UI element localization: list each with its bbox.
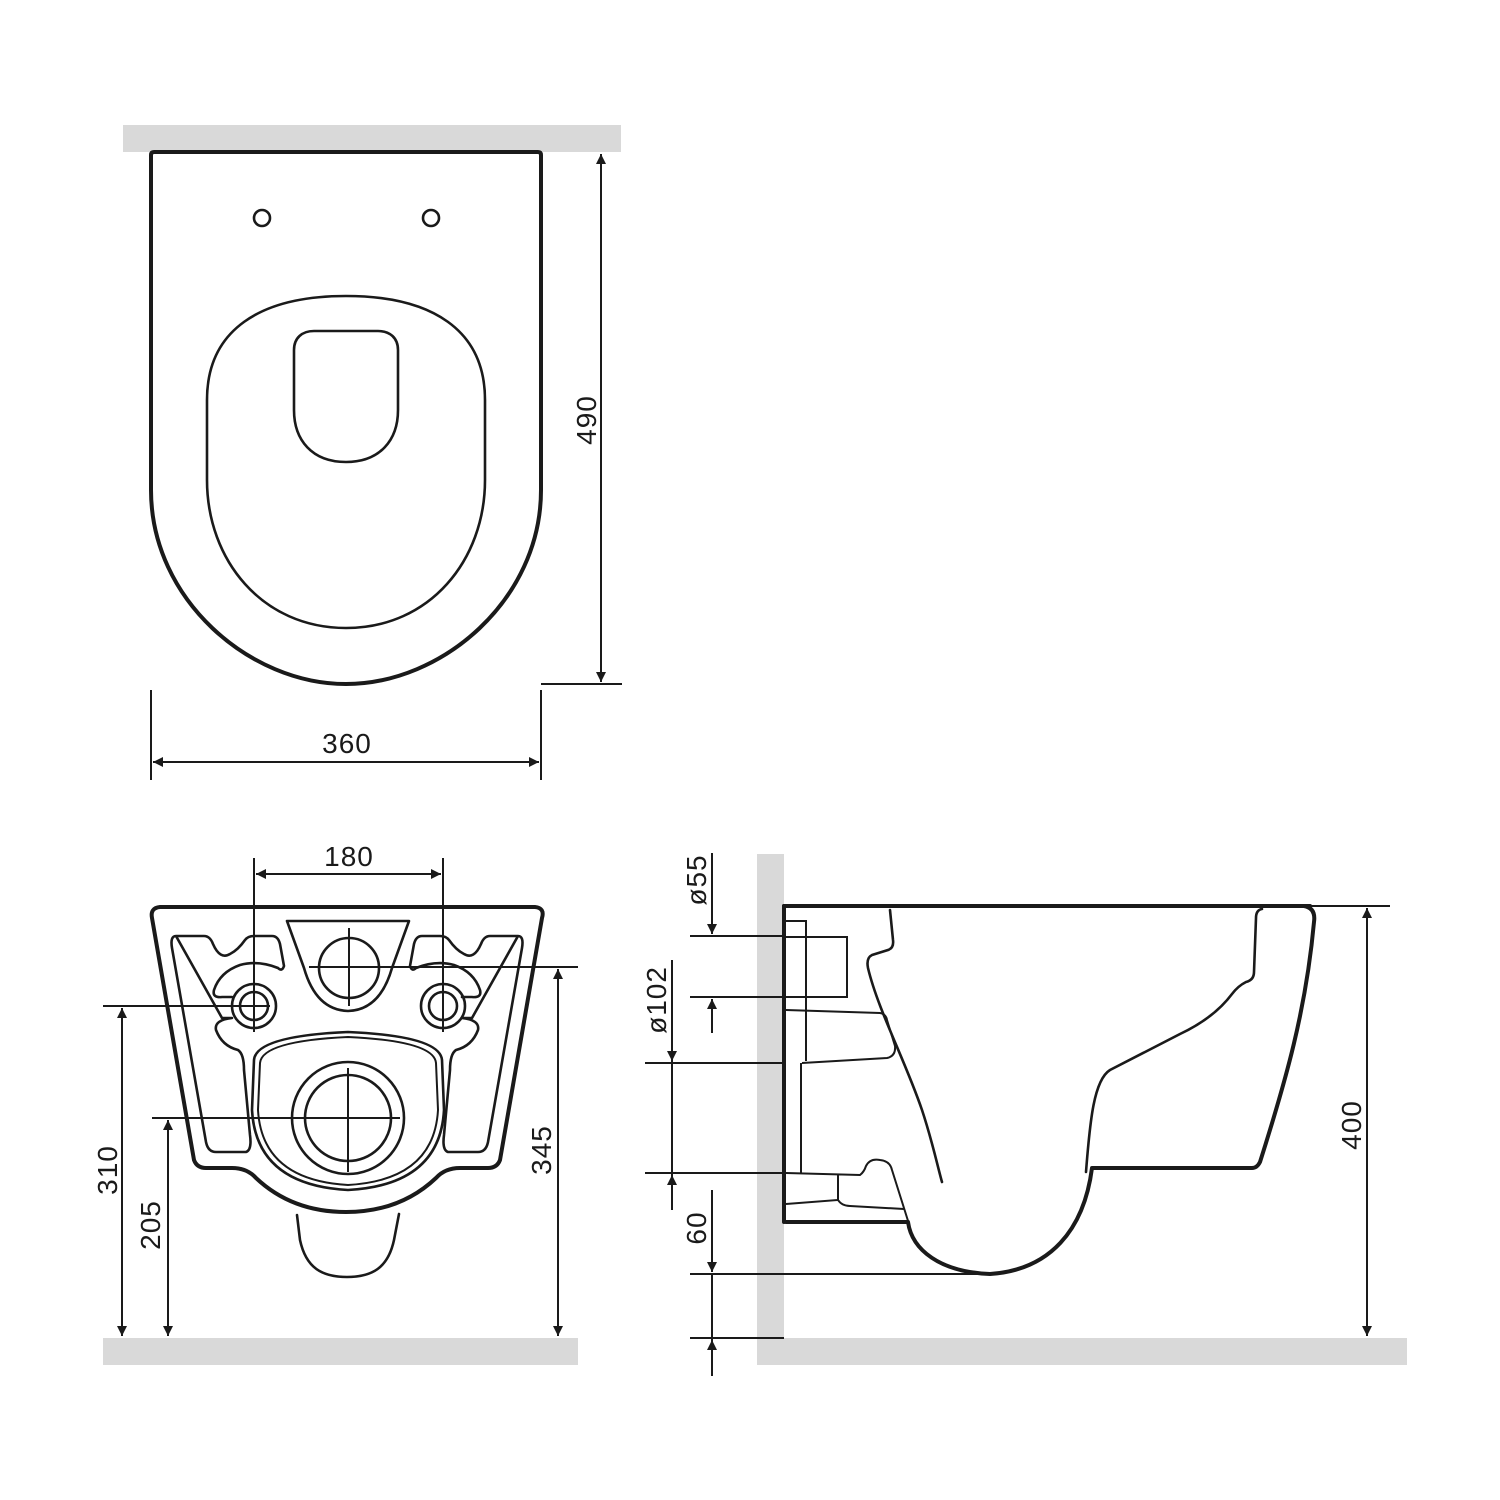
bowl-inner-right [1084, 907, 1264, 1174]
wall-side [757, 854, 784, 1338]
dimension-inlet-diameter-label: ø55 [681, 854, 712, 905]
dimension-clearance-label: 60 [681, 1211, 712, 1244]
inlet-stub [784, 920, 848, 1061]
upper-support [785, 1009, 897, 1064]
dimension-inlet-height-label: 345 [526, 1125, 557, 1175]
bowl-outline-side [784, 904, 1317, 1276]
spigot [295, 1212, 401, 1279]
bowl-outline-top [149, 150, 543, 686]
seat-outline [205, 294, 487, 630]
outlet-seal-outer [250, 1030, 446, 1192]
bowl-inner-left [866, 908, 944, 1184]
hinge-hole-right [421, 208, 441, 228]
dimension-outlet-height-label: 205 [135, 1200, 166, 1250]
lower-support [785, 1158, 910, 1225]
wall-top [123, 125, 621, 152]
side-view: ø55 ø102 60 400 [641, 853, 1407, 1376]
dimension-rim-height-label: 400 [1336, 1100, 1367, 1150]
dimension-bolt-height-label: 310 [92, 1145, 123, 1195]
dimension-bolt-spacing-label: 180 [324, 841, 374, 872]
dimension-outlet-diameter-label: ø102 [641, 966, 672, 1034]
hinge-hole-left [252, 208, 272, 228]
dimension-width-label: 360 [322, 728, 372, 759]
right-pocket [408, 934, 524, 1154]
left-pocket [170, 934, 286, 1154]
bowl-opening [292, 329, 400, 464]
back-view: 180 310 205 345 [92, 841, 578, 1365]
back-outline [149, 905, 545, 1214]
floor-back [103, 1338, 578, 1365]
floor-side [757, 1338, 1407, 1365]
top-view: 490 360 [123, 125, 622, 780]
outlet-seal-inner [256, 1035, 440, 1187]
dimension-depth-label: 490 [571, 395, 602, 445]
inlet-pocket [285, 919, 411, 1013]
